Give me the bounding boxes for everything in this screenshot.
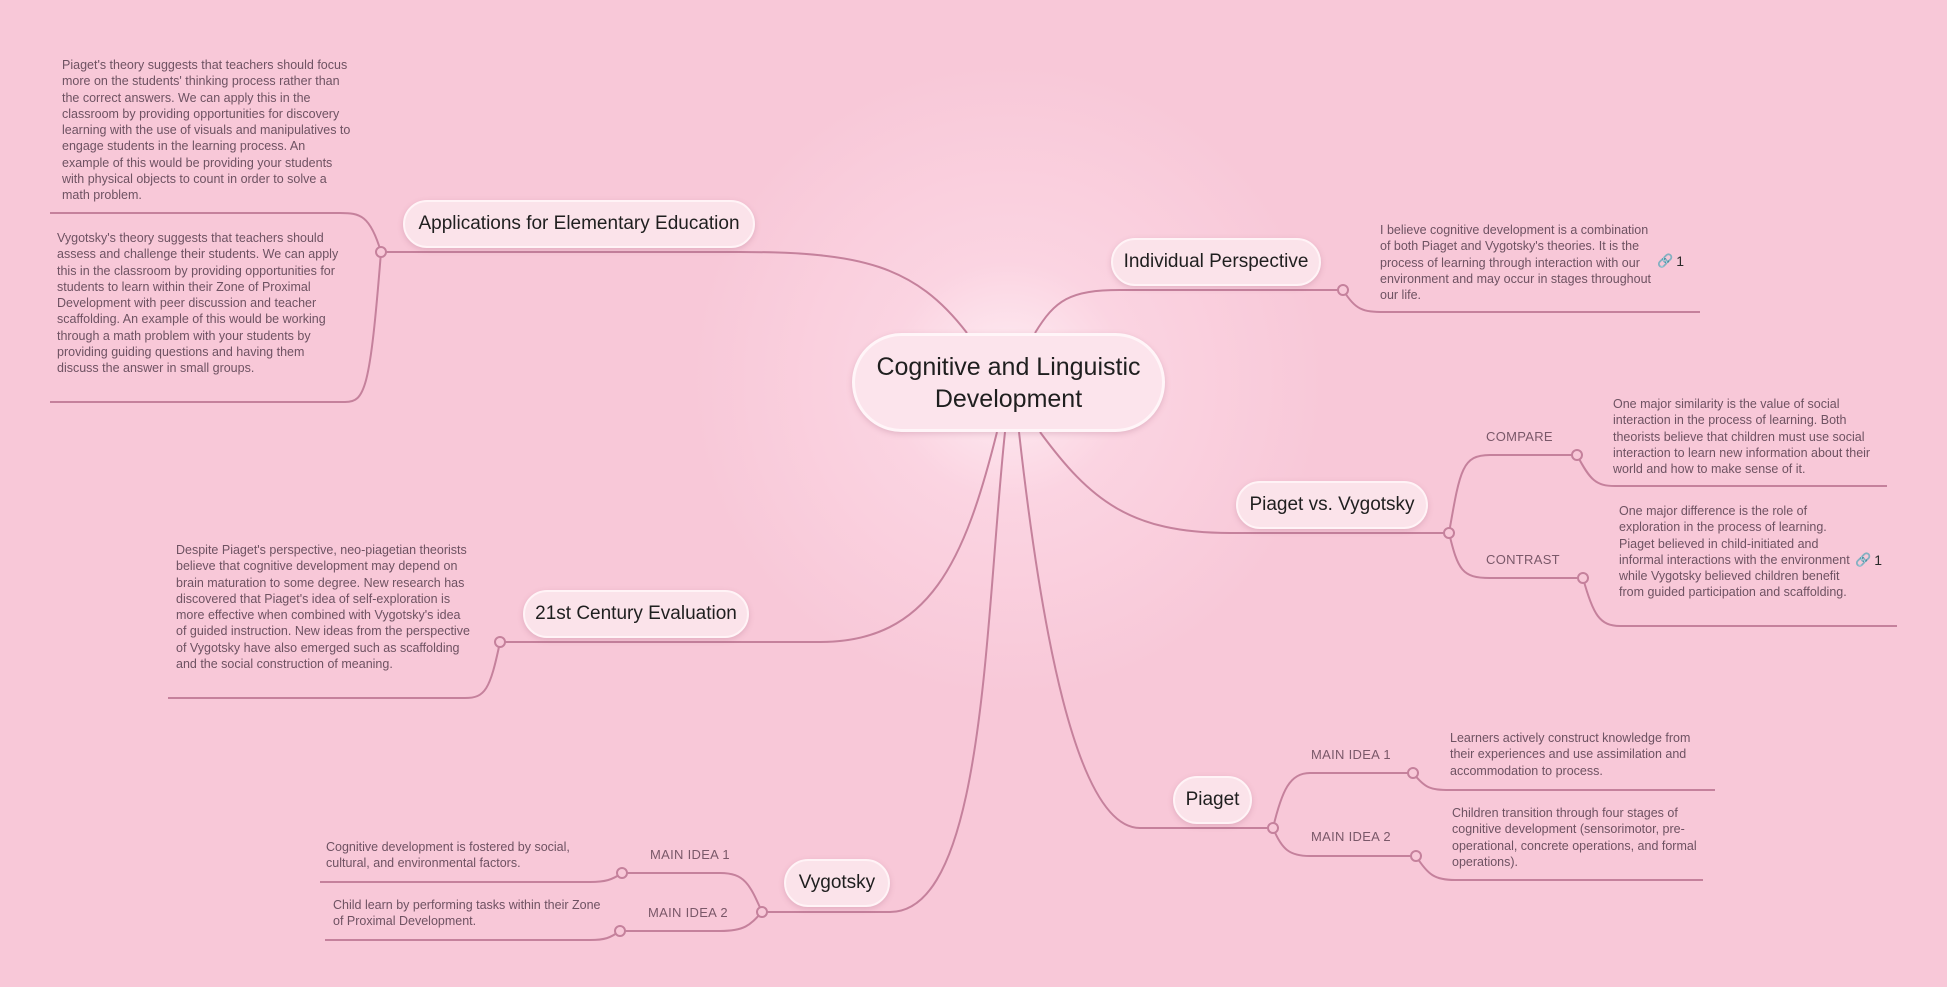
compare-note: One major similarity is the value of soc…	[1613, 397, 1871, 477]
connector-dot	[1443, 527, 1455, 539]
link-piaget-main2	[1272, 827, 1416, 857]
link-pvv-contrast	[1448, 532, 1583, 579]
connector-dot	[1267, 822, 1279, 834]
connector-dot	[756, 906, 768, 918]
connector-dot	[375, 246, 387, 258]
link-piaget-note2	[1415, 855, 1703, 881]
connector-dot	[1410, 850, 1422, 862]
topic-piaget-vs-vygotsky-label: Piaget vs. Vygotsky	[1249, 494, 1415, 515]
topic-piaget-label: Piaget	[1185, 789, 1240, 810]
connector-dot	[1577, 572, 1589, 584]
link-piaget	[1018, 431, 1273, 829]
link-compare-note	[1576, 454, 1887, 487]
individual-perspective-note: I believe cognitive development is a com…	[1380, 223, 1651, 303]
vygotsky-main-idea-1-note: Cognitive development is fostered by soc…	[326, 840, 570, 871]
topic-piaget[interactable]: Piaget	[1173, 776, 1252, 824]
piaget-main-idea-1-note: Learners actively construct knowledge fr…	[1450, 731, 1691, 778]
link-applications-note1	[50, 212, 382, 253]
topic-individual-perspective-label: Individual Perspective	[1123, 251, 1309, 272]
piaget-main-idea-2-note: Children transition through four stages …	[1452, 806, 1697, 869]
link-applications-note2	[50, 251, 382, 403]
topic-individual-perspective[interactable]: Individual Perspective	[1111, 238, 1321, 286]
applications-note-vygotsky: Vygotsky's theory suggests that teachers…	[57, 231, 339, 376]
topic-21st-century-evaluation[interactable]: 21st Century Evaluation	[523, 590, 749, 638]
connector-dot	[1337, 284, 1349, 296]
connector-dot	[1571, 449, 1583, 461]
topic-piaget-vs-vygotsky[interactable]: Piaget vs. Vygotsky	[1236, 481, 1428, 529]
connector-dot	[614, 925, 626, 937]
central-topic-label: Cognitive and Linguistic Development	[876, 352, 1141, 413]
link-vygotsky-note2	[325, 930, 621, 941]
individual-link-count: 1	[1676, 253, 1684, 269]
applications-note-piaget: Piaget's theory suggests that teachers s…	[62, 58, 351, 203]
link-vygotsky	[762, 431, 1006, 913]
link-evaluation-note	[168, 641, 501, 699]
individual-link-attachment[interactable]: 🔗 1	[1657, 253, 1684, 269]
connector-dot	[494, 636, 506, 648]
topic-21st-century-evaluation-label: 21st Century Evaluation	[535, 603, 737, 624]
piaget-main-idea-2-label[interactable]: MAIN IDEA 2	[1311, 829, 1391, 844]
topic-vygotsky-label: Vygotsky	[798, 872, 876, 893]
link-applications	[381, 251, 968, 334]
topic-applications[interactable]: Applications for Elementary Education	[403, 200, 755, 248]
link-evaluation	[500, 431, 998, 643]
link-vygotsky-note1	[320, 872, 623, 883]
link-contrast-note	[1582, 577, 1897, 627]
link-icon: 🔗	[1657, 253, 1674, 268]
evaluation-note: Despite Piaget's perspective, neo-piaget…	[176, 543, 470, 672]
contrast-link-count: 1	[1874, 552, 1882, 568]
link-icon: 🔗	[1855, 552, 1872, 567]
link-individual-note	[1342, 289, 1700, 313]
piaget-main-idea-1-label[interactable]: MAIN IDEA 1	[1311, 747, 1391, 762]
connector-dot	[1407, 767, 1419, 779]
topic-applications-label: Applications for Elementary Education	[418, 213, 740, 234]
link-vygotsky-main1	[622, 872, 763, 913]
compare-label[interactable]: COMPARE	[1486, 429, 1553, 444]
central-topic[interactable]: Cognitive and Linguistic Development	[852, 333, 1165, 432]
link-pvv	[1039, 431, 1449, 534]
contrast-link-attachment[interactable]: 🔗 1	[1855, 552, 1882, 568]
contrast-note: One major difference is the role of expl…	[1619, 504, 1850, 600]
link-pvv-compare	[1448, 454, 1577, 534]
link-piaget-main1	[1272, 772, 1413, 829]
connector-dot	[616, 867, 628, 879]
contrast-label[interactable]: CONTRAST	[1486, 552, 1560, 567]
vygotsky-main-idea-1-label[interactable]: MAIN IDEA 1	[650, 847, 730, 862]
vygotsky-main-idea-2-label[interactable]: MAIN IDEA 2	[648, 905, 728, 920]
topic-vygotsky[interactable]: Vygotsky	[784, 859, 890, 907]
link-individual	[1034, 289, 1343, 334]
vygotsky-main-idea-2-note: Child learn by performing tasks within t…	[333, 898, 601, 929]
